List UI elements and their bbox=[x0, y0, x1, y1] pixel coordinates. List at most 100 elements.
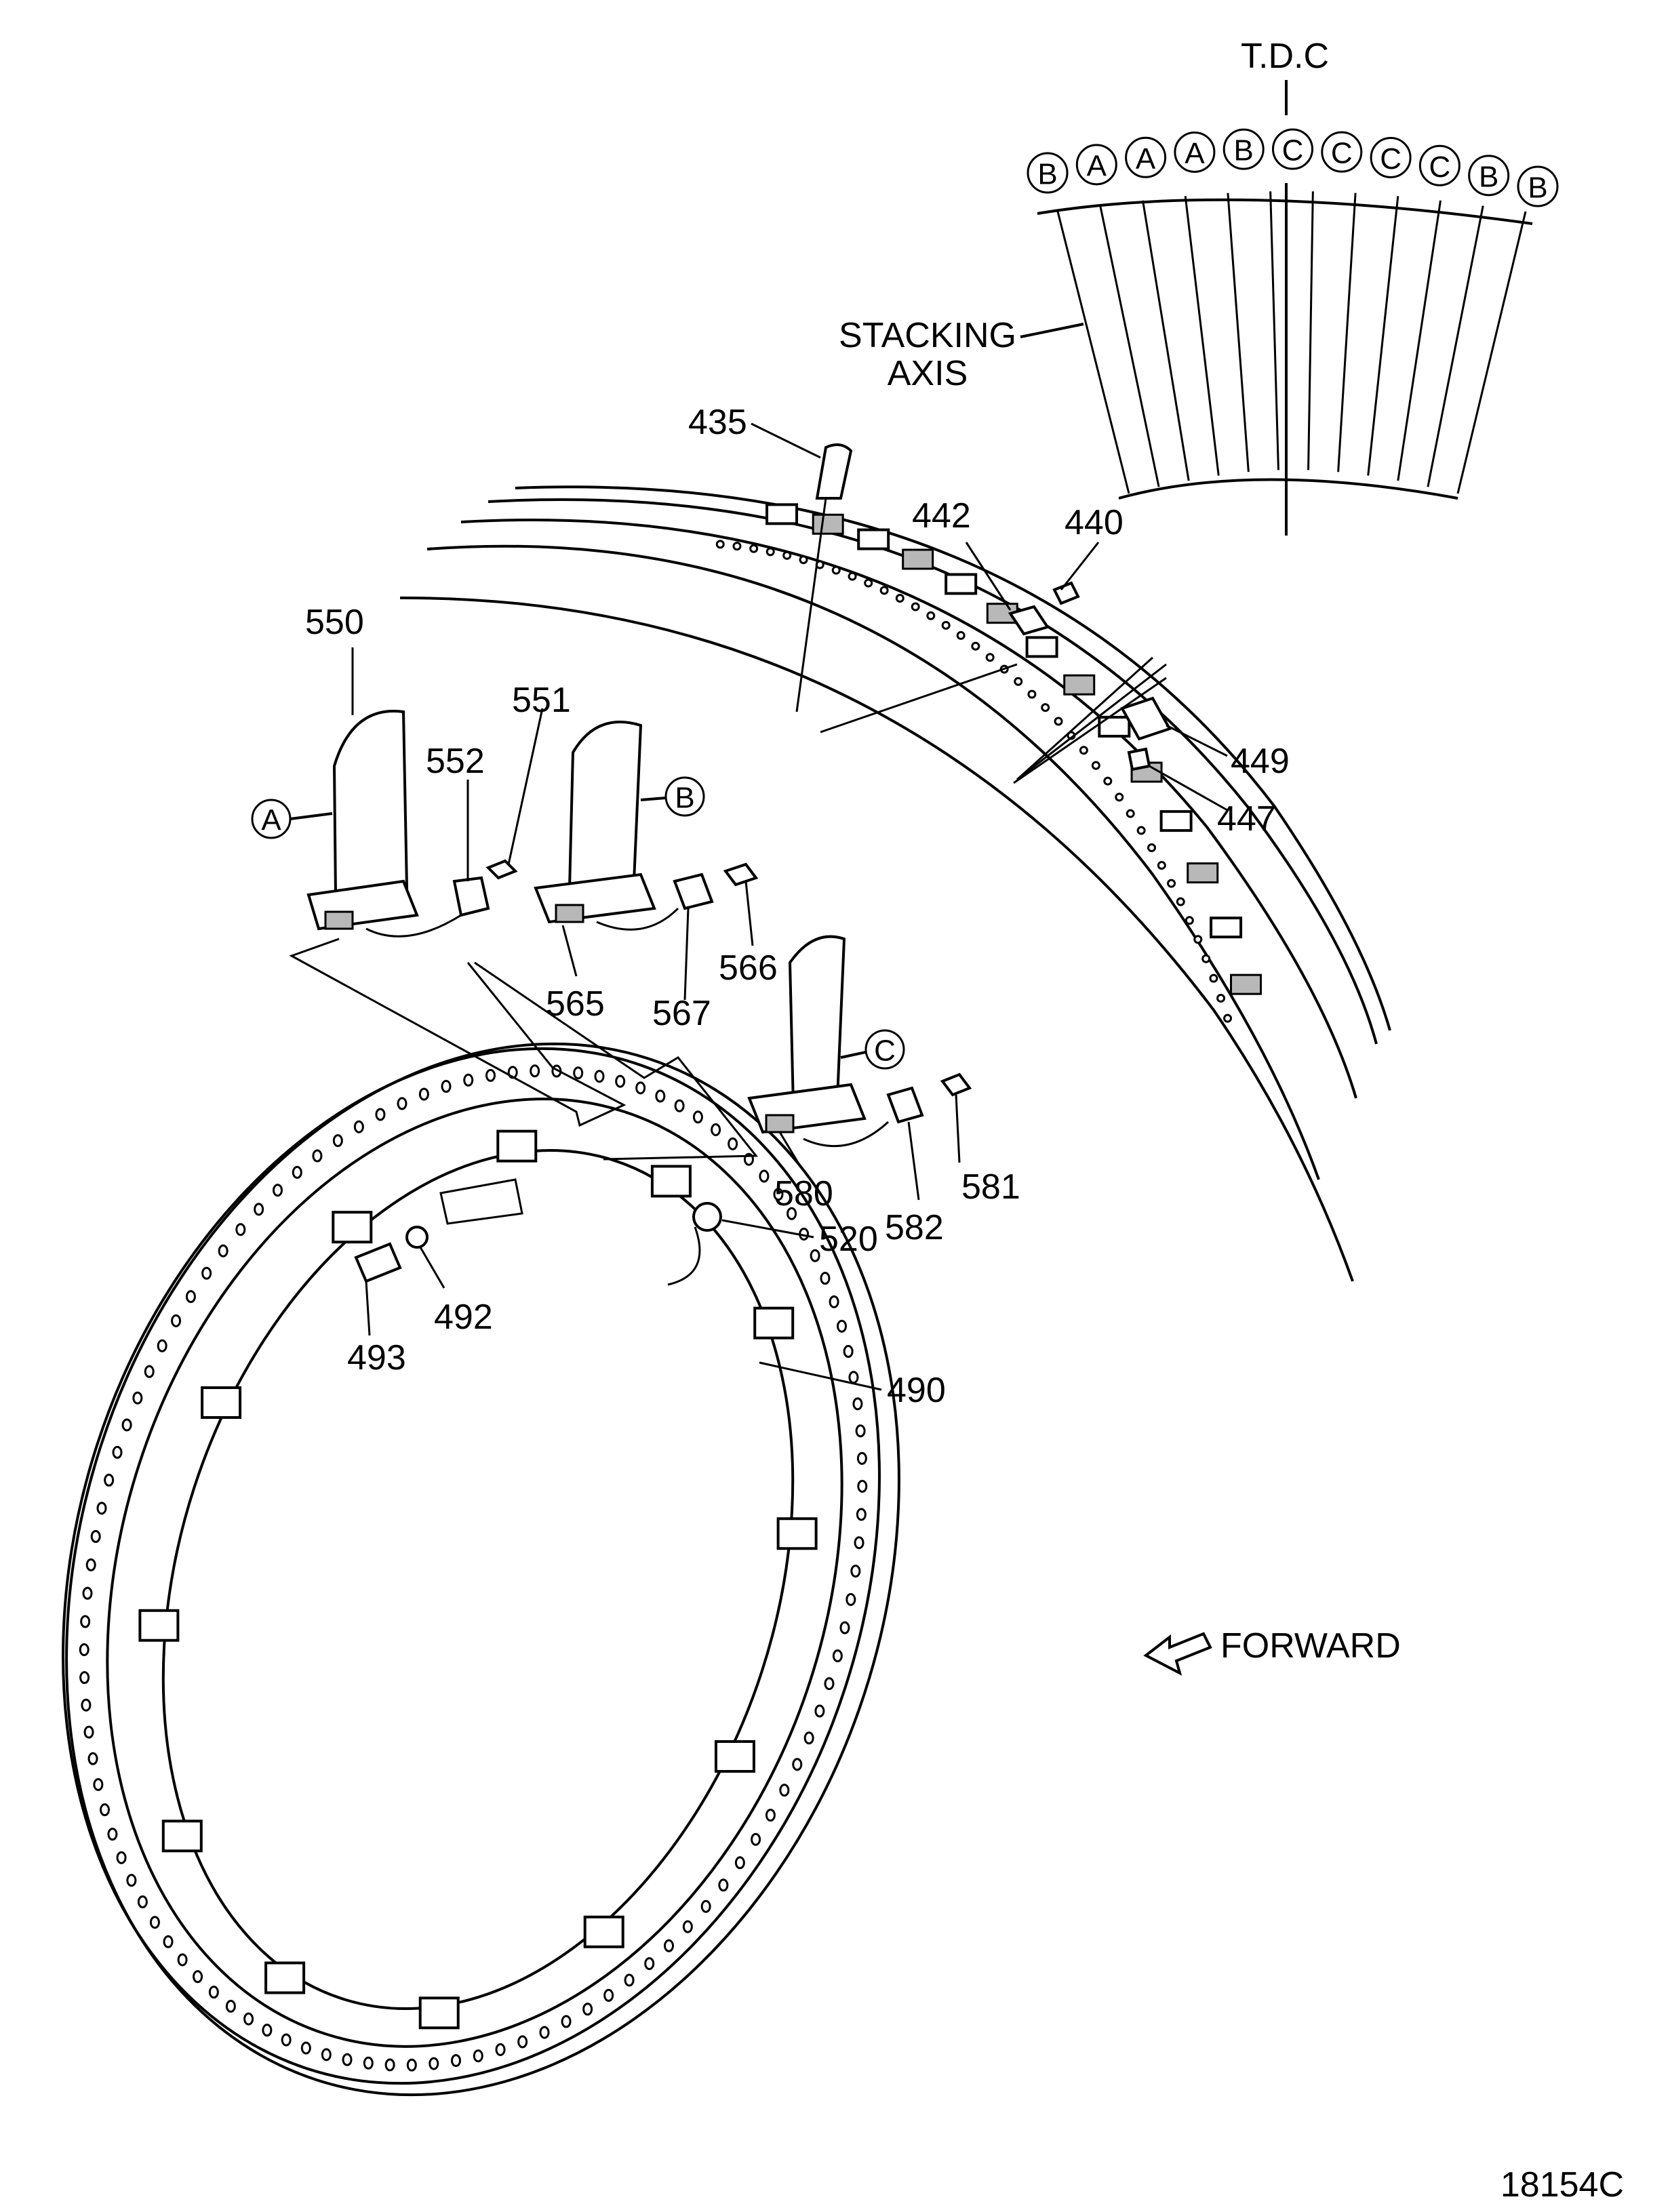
ring-bolt-hole bbox=[751, 1832, 761, 1846]
ring-bolt-hole bbox=[262, 2024, 273, 2037]
casing-slot-block bbox=[1230, 973, 1263, 995]
ring-bolt-hole bbox=[635, 1081, 646, 1095]
ring-bolt-hole bbox=[759, 1169, 770, 1183]
callout-440: 440 bbox=[1065, 503, 1124, 542]
blade-b-airfoil bbox=[568, 721, 643, 890]
stacking-blade-line bbox=[1307, 191, 1314, 470]
ring-bolt-hole bbox=[655, 1089, 666, 1103]
casing-bolt-hole bbox=[911, 602, 920, 611]
ring-bolt-hole bbox=[814, 1704, 825, 1718]
casing-flange-inner bbox=[426, 544, 1320, 1180]
stacking-blade-line bbox=[1269, 191, 1279, 470]
ring-inner-edge bbox=[106, 1098, 843, 2048]
callout-449: 449 bbox=[1231, 742, 1290, 781]
ring-bolt-hole bbox=[856, 1508, 867, 1521]
blade-b-platform bbox=[534, 872, 656, 924]
ring-bolt-hole bbox=[839, 1621, 850, 1634]
ring-lugs bbox=[138, 1129, 818, 2030]
assembly-path-lines bbox=[289, 938, 759, 1161]
ring-bolt-hole bbox=[594, 1070, 605, 1083]
blade-letter: A bbox=[1185, 137, 1205, 170]
stacking-blade-lines bbox=[1056, 191, 1527, 494]
callout-447: 447 bbox=[1217, 799, 1276, 839]
ring-bolt-hole bbox=[810, 1249, 820, 1262]
ring-detail-box bbox=[439, 1178, 523, 1225]
blade-letter: C bbox=[1380, 142, 1401, 176]
ring-bolt-hole bbox=[824, 1677, 835, 1691]
blade-b-type-leader bbox=[640, 797, 667, 801]
ring-bolt-hole bbox=[718, 1878, 729, 1892]
screw-440 bbox=[1052, 581, 1080, 605]
blade-c-foot bbox=[765, 1114, 795, 1133]
ring-lug bbox=[776, 1517, 818, 1550]
ring-outer-rim bbox=[65, 1042, 900, 2097]
ring-lug bbox=[332, 1211, 373, 1244]
casing-bolt-hole bbox=[1126, 809, 1135, 818]
stacking-blade-line bbox=[1184, 196, 1220, 476]
forward-label: FORWARD bbox=[1220, 1626, 1401, 1666]
ring-bolt-hole bbox=[79, 1671, 90, 1685]
ring-bolt-hole bbox=[171, 1314, 182, 1327]
blade-letter-circle bbox=[1418, 144, 1460, 186]
ring-bolt-hole bbox=[321, 2048, 332, 2062]
casing-bolt-hole bbox=[1167, 879, 1176, 888]
ring-bolt-hole bbox=[561, 2015, 572, 2028]
casing-bolt-hole bbox=[732, 542, 742, 551]
ring-bolt-hole bbox=[208, 1986, 219, 1999]
ring-bolt-hole bbox=[96, 1502, 107, 1515]
blade-c-type-letter: C bbox=[874, 1034, 896, 1068]
callout-493: 493 bbox=[347, 1338, 406, 1378]
ring-bolt-hole bbox=[530, 1064, 540, 1078]
casing-slot-block bbox=[1210, 917, 1243, 939]
callout-520: 520 bbox=[819, 1220, 878, 1259]
casing-outer-rim bbox=[515, 485, 1391, 1031]
ring-bolt-hole bbox=[857, 1479, 868, 1493]
ring-lug bbox=[753, 1306, 795, 1340]
ring-lug bbox=[201, 1386, 242, 1420]
ring-bolt-hole bbox=[116, 1851, 127, 1864]
ring-bolt-hole bbox=[93, 1777, 104, 1791]
casing-slot-block bbox=[1063, 674, 1096, 696]
stacking-blade-line bbox=[1397, 200, 1442, 481]
ring-bolt-hole bbox=[79, 1643, 90, 1657]
ring-bolt-hole bbox=[517, 2035, 528, 2049]
casing-bolt-hole bbox=[1041, 703, 1050, 712]
blade-letter-circle bbox=[1075, 144, 1117, 186]
ring-bolt-hole bbox=[779, 1784, 790, 1797]
ring-bolt-hole bbox=[342, 2053, 353, 2066]
ring-bolt-hole bbox=[273, 1184, 283, 1197]
ring-inner-flange bbox=[161, 1149, 795, 2010]
ring-bolt-hole bbox=[829, 1295, 839, 1308]
ring-bolt-hole bbox=[83, 1725, 94, 1739]
ring-bolt-hole bbox=[856, 1451, 867, 1465]
stacking-blade-line bbox=[1427, 205, 1484, 487]
casing-bolt-hole bbox=[985, 653, 995, 662]
ring-bolt-hole bbox=[375, 1108, 386, 1121]
ring-bolt-hole bbox=[692, 1110, 703, 1124]
callout-labels: 435 442 440 449 447 550 551 552 565 567 … bbox=[305, 403, 1290, 1410]
blade-letter-circle bbox=[1370, 136, 1412, 178]
blade-c-assembly: C bbox=[747, 935, 972, 1148]
blade-c-type-leader bbox=[840, 1051, 867, 1059]
washer-567 bbox=[673, 872, 714, 910]
washer-492 bbox=[405, 1226, 429, 1249]
casing-bolt-hole bbox=[926, 611, 936, 620]
ring-bolt-hole bbox=[90, 1530, 101, 1544]
ring-bolt-hole bbox=[384, 2058, 395, 2072]
casing-bolt-hole bbox=[879, 586, 889, 595]
ring-bolt-hole bbox=[100, 1803, 111, 1817]
ring-bolt-hole bbox=[787, 1207, 797, 1220]
casing-cutaway-lines bbox=[820, 663, 1167, 781]
ring-bolt-hole bbox=[700, 1899, 711, 1913]
ring-outer-edge bbox=[62, 1047, 881, 2085]
casing-bolt-hole bbox=[1216, 993, 1226, 1003]
callout-552: 552 bbox=[426, 742, 485, 781]
casing-bolt-hole bbox=[1115, 792, 1124, 802]
ring-bolt-hole bbox=[137, 1895, 148, 1909]
ring-bolt-hole bbox=[418, 1087, 429, 1101]
stacking-top-arc bbox=[1037, 198, 1533, 225]
nut-520 bbox=[692, 1202, 722, 1232]
casing-slot-block bbox=[1187, 862, 1219, 884]
blade-letter: B bbox=[1528, 172, 1547, 205]
